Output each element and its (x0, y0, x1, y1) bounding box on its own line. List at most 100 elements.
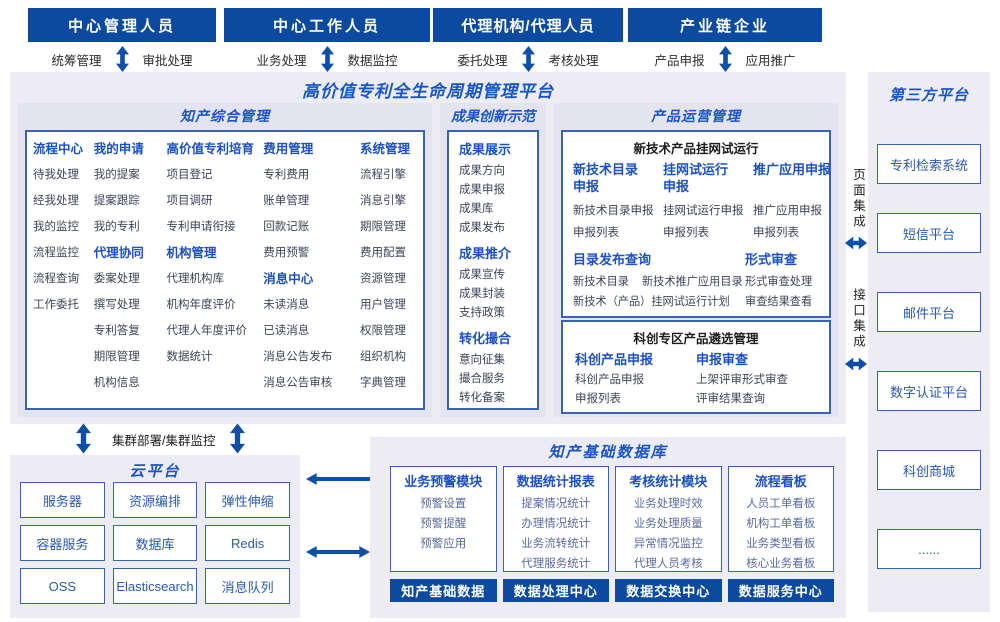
menu-item: 经我处理 (33, 195, 79, 207)
menu-item: 成果方向 (459, 165, 505, 177)
menu-item: 预警应用 (420, 538, 467, 550)
third-party-panel: 第三方平台 专利检索系统短信平台邮件平台数字认证平台科创商城...... (868, 72, 990, 612)
ip-column: 费用管理 专利费用账单管理回款记账费用预警 消息中心 未读消息已读消息消息公告发… (263, 136, 359, 408)
cloud-service-box: 数据库 (112, 525, 198, 561)
formal-review: 形式审查 形式审查处理审查结果查看 (745, 248, 817, 312)
ops-select-columns: 科创产品申报 科创产品申报申报列表 申报审查 上架评审形式审查评审结果查询 (563, 348, 829, 409)
menu-item: 流程监控 (33, 247, 79, 259)
third-party-system-box: 专利检索系统 (877, 144, 981, 184)
menu-item: 申报列表 (575, 393, 621, 405)
catalog-query: 目录发布查询 新技术目录 新技术推广应用目录 新技术（产品）挂网试运行计划 (573, 248, 745, 312)
menu-item: 科创产品申报 (575, 374, 644, 386)
role-title: 代理机构/代理人员 (461, 17, 595, 35)
module-items: 委案处理撰写处理专利答复期限管理机构信息 (94, 266, 166, 396)
role-action-label: 数据监控 (347, 53, 398, 68)
module-items: 流程引擎消息引擎期限管理费用配置资源管理用户管理权限管理组织机构字典管理 (360, 162, 418, 396)
data-center-bar: 数据服务中心 (727, 579, 834, 602)
role-action-label: 考核处理 (548, 53, 599, 68)
section-body: 成果展示 成果方向成果申报成果库成果发布 成果推介 成果宣传成果封装支持政策 转… (447, 130, 539, 410)
module-items: 挂网试运行申报申报列表 (663, 200, 753, 244)
module-header: 转化撮合 (459, 331, 512, 346)
module-items: 新技术目录申报申报列表 (573, 200, 663, 244)
menu-item: 字典管理 (360, 377, 406, 389)
vertical-double-arrow-icon (521, 46, 535, 72)
vertical-double-arrow-icon (320, 46, 334, 72)
ops-grid-box: 新技术产品挂网试运行 新技术目录申报 新技术目录申报申报列表 挂网试运行申报 挂… (561, 130, 831, 318)
module-items: 未读消息已读消息消息公告发布消息公告审核 (263, 292, 359, 396)
third-party-title: 第三方平台 (888, 87, 969, 104)
module-items: 预警设置预警提醒预警应用 (391, 494, 496, 554)
data-center-bar: 数据处理中心 (502, 579, 609, 602)
menu-item: 新技术（产品）挂网试运行计划 (573, 296, 730, 308)
db-module-assessment: 考核统计模块 业务处理时效业务处理质量异常情况监控代理人员考核 (615, 466, 722, 572)
module-items: 推广应用申报申报列表 (753, 200, 822, 244)
module-items: 成果方向成果申报成果库成果发布 (459, 162, 537, 238)
ops-column: 科创产品申报 科创产品申报申报列表 (575, 348, 696, 409)
module-items: 代理机构库机构年度评价代理人年度评价数据统计 (167, 266, 263, 370)
menu-item: 我的监控 (33, 221, 79, 233)
menu-item: 成果发布 (459, 222, 505, 234)
cloud-service-box: OSS (20, 568, 105, 604)
menu-item: 审查结果查看 (745, 296, 813, 308)
module-items: 提案情况统计办理情况统计业务流转统计代理服务统计 (504, 494, 609, 574)
module-header: 消息中心 (263, 272, 314, 286)
menu-item: 上架评审形式审查 (696, 374, 788, 386)
ip-column: 流程中心 待我处理经我处理我的监控流程监控流程查询工作委托 (33, 136, 93, 408)
menu-item: 委案处理 (93, 273, 140, 285)
module-header: 系统管理 (360, 142, 411, 156)
module-header: 我的申请 (93, 142, 144, 156)
module-items: 意向征集撮合服务转化备案 (459, 351, 537, 408)
platform-title: 高价值专利全生命周期管理平台 (302, 82, 554, 101)
menu-item: 形式审查处理 (745, 276, 813, 288)
menu-item: 申报列表 (573, 227, 619, 239)
role-bar-center-admin: 中心管理人员 (28, 8, 216, 42)
module-items: 人员工单看板机构工单看板业务类型看板核心业务看板 (729, 494, 834, 574)
menu-item: 代理人员考核 (633, 558, 703, 570)
database-centers: 知产基础数据数据处理中心数据交换中心数据服务中心 (390, 579, 834, 602)
module-header: 代理协同 (93, 246, 144, 260)
role-action-label: 应用推广 (745, 53, 796, 68)
role-title: 中心工作人员 (272, 17, 381, 35)
menu-item: 提案跟踪 (93, 195, 140, 207)
menu-item: 我的提案 (93, 169, 140, 181)
menu-item: 业务流转统计 (521, 538, 591, 550)
third-party-system-box: 科创商城 (877, 450, 981, 490)
section-product-ops: 产品运营管理 新技术产品挂网试运行 新技术目录申报 新技术目录申报申报列表 挂网… (554, 103, 838, 417)
ops-column: 挂网试运行申报 挂网试运行申报申报列表 (663, 158, 753, 244)
ops-column: 新技术目录申报 新技术目录申报申报列表 (573, 158, 663, 244)
vertical-double-arrow-icon (718, 46, 732, 72)
menu-item: 资源管理 (360, 273, 406, 285)
ops-column: 申报审查 上架评审形式审查评审结果查询 (696, 348, 817, 409)
role-action-label: 统筹管理 (51, 53, 102, 68)
database-panel: 知产基础数据库 业务预警模块 预警设置预警提醒预警应用 数据统计报表 提案情况统… (370, 437, 846, 618)
menu-item: 用户管理 (360, 299, 406, 311)
horizontal-double-arrow-icon (845, 357, 867, 371)
menu-item: 代理机构库 (166, 273, 225, 285)
role-actions-center-staff: 业务处理 数据监控 (224, 44, 430, 74)
ops-select-title: 科创专区产品遴选管理 (633, 332, 759, 346)
horizontal-double-arrow-icon (845, 236, 867, 250)
menu-item: 撮合服务 (459, 373, 505, 385)
menu-item: 工作委托 (33, 299, 79, 311)
role-actions-agency: 委托处理 考核处理 (433, 44, 623, 74)
menu-item: 办理情况统计 (521, 518, 591, 530)
menu-item: 撰写处理 (93, 299, 140, 311)
role-bar-center-staff: 中心工作人员 (224, 8, 430, 42)
role-action-label: 业务处理 (256, 53, 307, 68)
menu-item: 数据统计 (166, 351, 213, 363)
menu-item: 异常情况监控 (633, 538, 703, 550)
third-party-system-box: 数字认证平台 (877, 371, 981, 411)
menu-item: 成果封装 (459, 288, 505, 300)
menu-item: 流程引擎 (360, 169, 406, 181)
menu-item: 费用预警 (263, 247, 310, 259)
module-items: 专利费用账单管理回款记账费用预警 (263, 162, 359, 266)
menu-item: 流程查询 (33, 273, 79, 285)
menu-item: 挂网试运行申报 (663, 205, 744, 217)
menu-item: 期限管理 (93, 351, 140, 363)
menu-item: 机构年度评价 (166, 299, 236, 311)
module-header: 目录发布查询 (573, 252, 652, 267)
role-actions-center-admin: 统筹管理 审批处理 (28, 44, 216, 74)
section-title: 知产综合管理 (180, 108, 270, 124)
section-title: 产品运营管理 (651, 108, 741, 124)
module-items: 项目登记项目调研专利申请衔接 (167, 162, 263, 240)
